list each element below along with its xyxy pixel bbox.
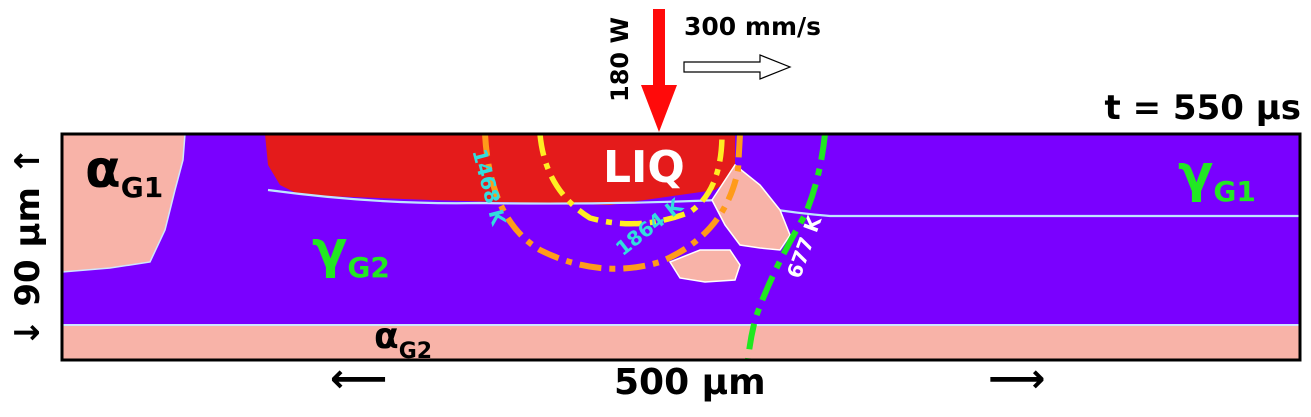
laser-beam-arrow <box>641 9 677 132</box>
scan-direction-arrow <box>683 54 792 80</box>
gamma-g2-label: γG2 <box>312 220 390 284</box>
panel-frame <box>60 132 1302 362</box>
gamma-g1-label: γG1 <box>1178 144 1256 208</box>
scan-speed-label: 300 mm/s <box>684 12 821 41</box>
time-label: t = 550 µs <box>1104 88 1301 128</box>
melt-pool-region <box>265 134 735 205</box>
alpha-g1-label: αG1 <box>85 140 164 204</box>
isotherm-677k <box>745 134 828 360</box>
alpha-g2-label: αG2 <box>374 316 433 364</box>
liquid-label: LIQ <box>603 142 685 193</box>
isotherm-1468k <box>482 134 743 272</box>
alpha-g1-region <box>62 134 186 273</box>
width-label: 500 µm <box>614 362 766 403</box>
width-arrow-left: ⟵ <box>330 356 388 402</box>
isotherm-1864k <box>537 134 725 227</box>
alpha-g2-region <box>62 325 1300 360</box>
width-arrow-right: ⟶ <box>988 356 1046 402</box>
alpha-fragment-small <box>668 249 741 283</box>
height-label: ↓ 90 µm ↑ <box>8 146 48 348</box>
laser-arrows <box>641 9 792 132</box>
